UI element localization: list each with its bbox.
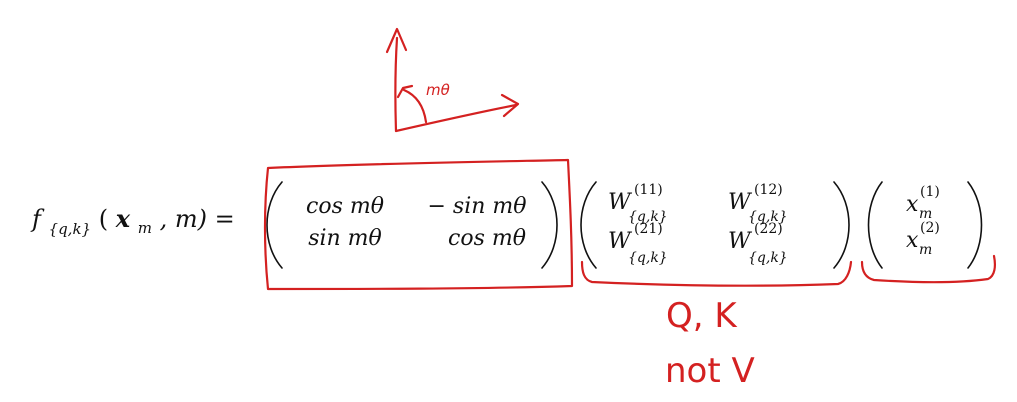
weight-w12: W (12) {q,k} — [728, 175, 790, 225]
svg-text:f {q,k} ( x: f {q,k} ( x m , m) = — [30, 204, 235, 240]
rotation-r12: − sin mθ — [427, 194, 526, 219]
input-vector: x (1) m x (2) m — [867, 177, 983, 269]
weight-w11: W (11) {q,k} — [608, 175, 670, 225]
angle-label: mθ — [426, 81, 450, 99]
vector-left-paren — [867, 181, 883, 269]
lhs-vector-subscript: m — [138, 219, 152, 237]
formula-lhs: f {q,k} ( x m , m) = — [30, 204, 235, 240]
rotation-r21: sin mθ — [308, 226, 382, 251]
vector-right-paren — [967, 181, 983, 269]
angle-arc — [402, 88, 428, 124]
vector-underline-bracket — [860, 254, 996, 284]
qk-label: Q, K — [666, 296, 738, 336]
weight-matrix: W (11) {q,k} W (12) {q,k} W (21) {q,k} W… — [580, 175, 850, 269]
weight-underline-bracket — [580, 260, 853, 287]
lhs-function: f — [30, 205, 45, 233]
horizontal-axis — [394, 103, 518, 133]
weight-right-paren — [833, 181, 850, 269]
rotation-matrix: cos mθ − sin mθ sin mθ cos mθ — [266, 181, 558, 269]
vector-x2: x (2) m — [906, 213, 947, 258]
rotation-left-paren — [266, 181, 283, 269]
rotation-right-paren — [541, 181, 558, 269]
lhs-function-subscript: {q,k} — [49, 220, 92, 238]
lhs-args-rest: , m) = — [160, 205, 235, 233]
rotation-r11: cos mθ — [306, 194, 384, 219]
rotation-sketch: mθ — [385, 27, 520, 133]
angle-arc-arrowhead — [396, 84, 414, 99]
lhs-open-paren: ( — [99, 205, 108, 233]
weight-w22: W (22) {q,k} — [728, 214, 790, 266]
vertical-axis — [394, 36, 399, 133]
rotation-highlight-box — [263, 158, 574, 291]
not-v-label: not V — [665, 351, 755, 391]
lhs-vector-x: x — [115, 204, 131, 233]
horizontal-axis-arrowhead — [500, 93, 520, 118]
weight-w21: W (21) {q,k} — [608, 214, 670, 266]
weight-left-paren — [580, 181, 597, 269]
rotation-r22: cos mθ — [448, 226, 526, 251]
vertical-axis-arrowhead — [385, 27, 408, 54]
vector-x1: x (1) m — [906, 177, 947, 222]
